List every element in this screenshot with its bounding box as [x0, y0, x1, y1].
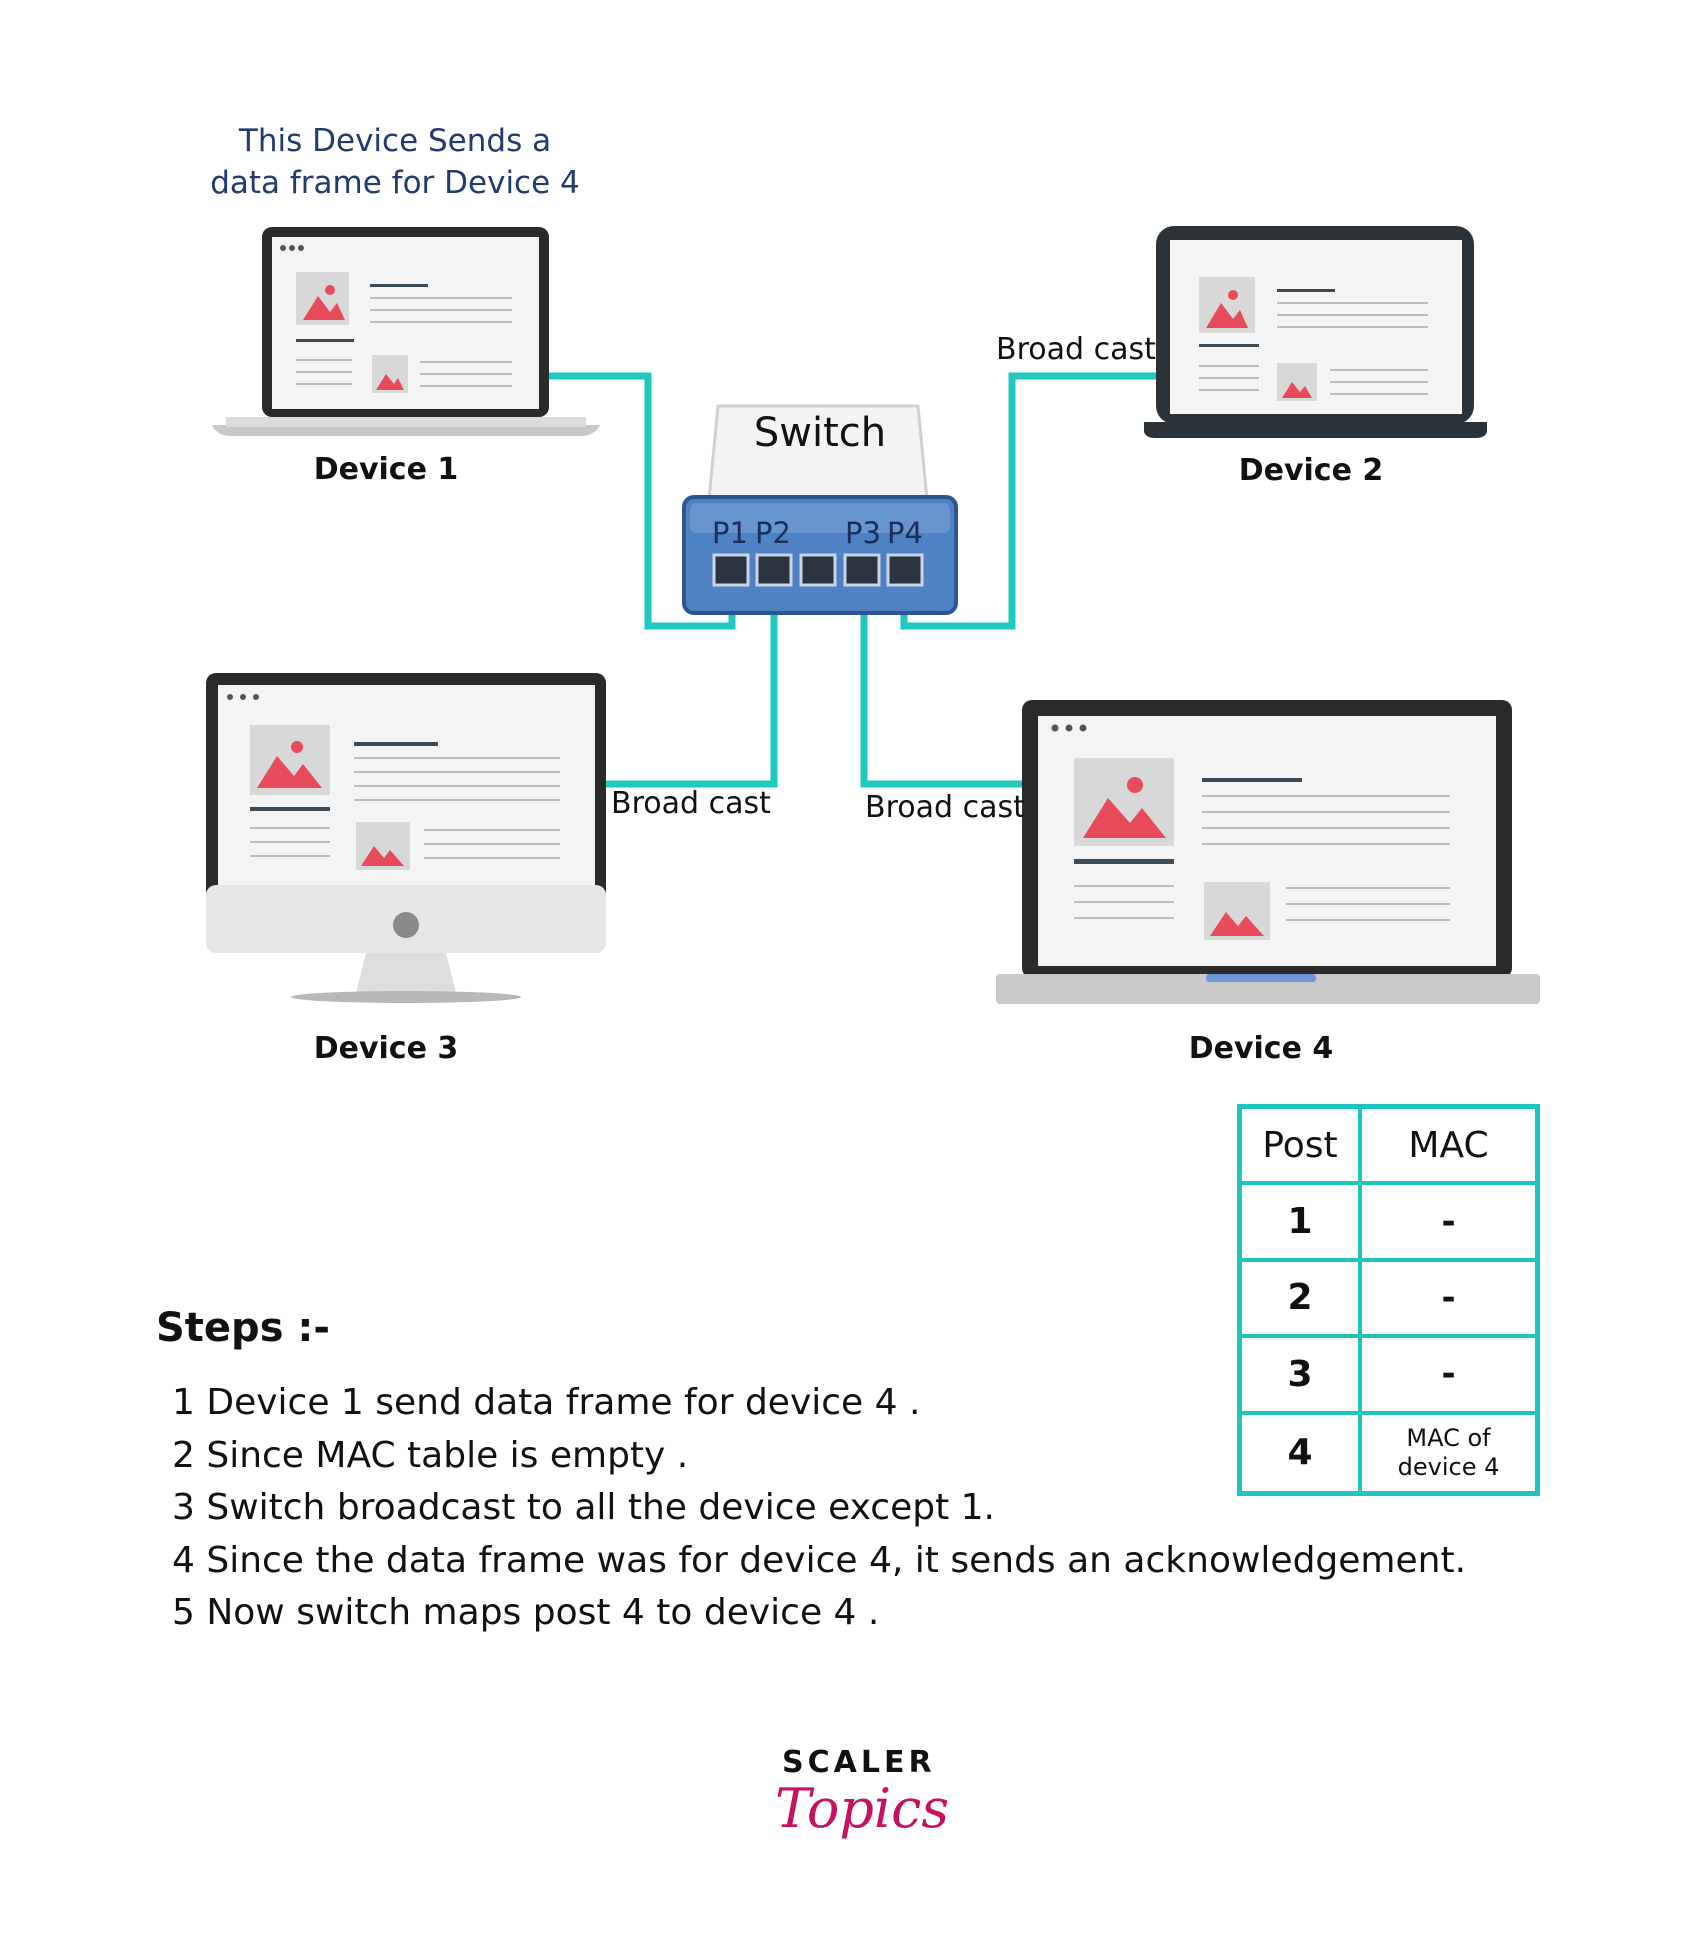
port-label-p1: P1 — [712, 516, 748, 550]
cable-device4-p3 — [860, 572, 1030, 788]
broadcast-label-device-3: Broad cast — [611, 786, 771, 821]
table-header-post: Post — [1242, 1109, 1362, 1186]
broadcast-label-device-4: Broad cast — [865, 790, 1025, 825]
device-3-label: Device 3 — [313, 1031, 459, 1066]
mac-address-table: Post MAC 1 - 2 - 3 - 4 MAC of device 4 — [1237, 1104, 1540, 1496]
logo-scaler-text: SCALER — [782, 1745, 936, 1780]
mac-of-device-4-text: MAC of device 4 — [1397, 1423, 1500, 1481]
table-cell-port: 2 — [1242, 1261, 1362, 1339]
step-item: 1 Device 1 send data frame for device 4 … — [172, 1382, 921, 1423]
port-label-p3: P3 — [845, 516, 881, 550]
device-4-label: Device 4 — [1188, 1031, 1334, 1066]
step-item: 5 Now switch maps post 4 to device 4 . — [172, 1592, 880, 1633]
table-header-mac: MAC — [1362, 1109, 1535, 1186]
port-label-p4: P4 — [887, 516, 923, 550]
sender-note-line-1: This Device Sends a — [238, 123, 552, 159]
table-cell-port: 1 — [1242, 1185, 1362, 1262]
scaler-topics-logo: SCALER Topics — [740, 1735, 960, 1865]
logo-topics-text: Topics — [775, 1777, 950, 1840]
port-label-p2: P2 — [755, 516, 791, 550]
table-cell-port: 3 — [1242, 1338, 1362, 1415]
device-2-label: Device 2 — [1238, 453, 1384, 488]
sender-note: This Device Sends a data frame for Devic… — [175, 120, 615, 204]
table-cell-mac: MAC of device 4 — [1362, 1415, 1535, 1491]
device-4-laptop — [996, 700, 1540, 1004]
device-3-desktop — [206, 673, 606, 1003]
switch-label: Switch — [753, 410, 887, 456]
sender-note-line-2: data frame for Device 4 — [210, 165, 580, 201]
device-1-label: Device 1 — [313, 452, 459, 487]
steps-title: Steps :- — [156, 1305, 331, 1351]
cable-device3-p2 — [604, 572, 778, 788]
device-2-laptop — [1144, 226, 1487, 438]
step-item: 3 Switch broadcast to all the device exc… — [172, 1487, 995, 1528]
network-switch — [682, 404, 958, 615]
steps-list: 1 Device 1 send data frame for device 4 … — [172, 1377, 1466, 1640]
step-item: 4 Since the data frame was for device 4,… — [172, 1539, 1467, 1581]
table-cell-port: 4 — [1242, 1414, 1362, 1491]
device-1-laptop — [212, 227, 600, 436]
table-cell-mac: - — [1362, 1338, 1535, 1415]
switch-ports — [712, 553, 924, 587]
broadcast-label-device-2: Broad cast — [996, 332, 1156, 367]
table-cell-mac: - — [1362, 1262, 1535, 1339]
step-item: 2 Since MAC table is empty . — [172, 1434, 689, 1476]
table-cell-mac: - — [1362, 1185, 1535, 1262]
